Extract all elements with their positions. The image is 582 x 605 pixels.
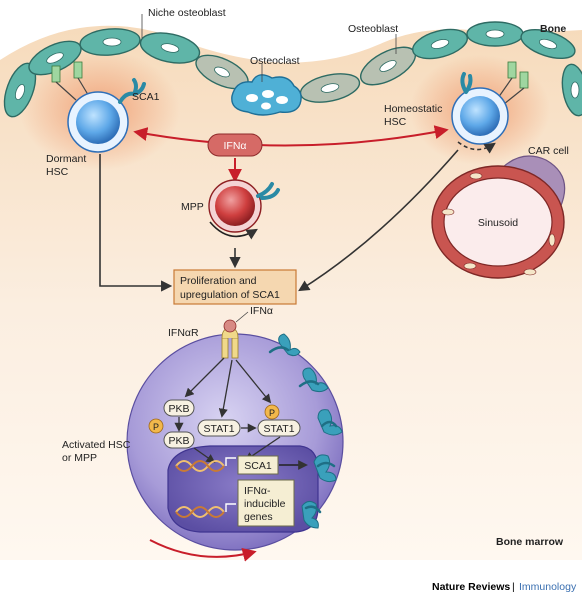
pkb-bottom: PKB xyxy=(163,431,195,449)
bone-marrow-label: Bone marrow xyxy=(496,536,564,548)
mpp-sca1-icon xyxy=(256,182,280,200)
sca1-label: SCA1 xyxy=(132,91,160,103)
mpp-label: MPP xyxy=(181,201,204,213)
journal-name: Nature Reviews xyxy=(432,581,510,593)
ifnar-label: IFNαR xyxy=(168,327,199,339)
dna-helix-1 xyxy=(175,460,225,472)
cell-cycle-arrow xyxy=(149,539,257,562)
mpp-cycle-arrow xyxy=(209,221,258,240)
dormant-hsc-line2: HSC xyxy=(46,166,69,178)
ifna-ligand-icon xyxy=(223,319,237,333)
osteoblast-label: Osteoblast xyxy=(348,23,398,35)
sinusoid: Sinusoid xyxy=(431,165,565,279)
homeostatic-hsc xyxy=(451,87,509,145)
osteoclast-label: Osteoclast xyxy=(250,55,300,67)
ifn-genes-line3: genes xyxy=(244,511,273,523)
stat1-right: STAT1 xyxy=(257,419,301,437)
ifn-genes-line2: inducible xyxy=(244,498,286,510)
sca1-gene-label: SCA1 xyxy=(244,460,272,472)
homeostatic-to-box-arrow xyxy=(298,149,459,292)
activated-line2: or MPP xyxy=(62,452,97,464)
p-left-label: P xyxy=(153,422,159,432)
ifna-leader-line xyxy=(235,311,249,323)
ifna-top-label: IFNα xyxy=(224,140,247,152)
ifnar-receptor xyxy=(221,319,239,359)
mpp-cell xyxy=(208,179,262,233)
p-right-label: P xyxy=(269,408,275,418)
adhesion-molecules-right xyxy=(497,61,529,105)
homeostatic-hsc-line2: HSC xyxy=(384,116,407,128)
dna-helix-2 xyxy=(175,506,225,518)
sca1-receptor-right-icon xyxy=(460,72,473,94)
bone-label: Bone xyxy=(540,23,566,35)
ifn-genes-promoter-arrow xyxy=(225,503,236,512)
journal-separator: | xyxy=(512,581,515,593)
osteoclast xyxy=(231,74,302,116)
sca1-gene-box: SCA1 xyxy=(237,455,279,475)
sca1-receptor-stems xyxy=(268,346,338,514)
proliferation-box: Proliferation and upregulation of SCA1 xyxy=(173,269,297,305)
osteoblast-nuclei xyxy=(14,29,580,101)
ifna-signal: IFNα xyxy=(207,133,263,157)
dormant-hsc xyxy=(67,91,129,153)
hsc-transition-arrow xyxy=(133,125,449,147)
journal-section: Immunology xyxy=(519,581,577,593)
signalling-arrows xyxy=(174,357,281,464)
p-left: P xyxy=(148,418,164,434)
p-right: P xyxy=(264,404,280,420)
self-renewal-arrow xyxy=(457,141,496,154)
pkb-top-label: PKB xyxy=(168,403,189,415)
sca1-promoter-arrow xyxy=(225,457,236,466)
homeostatic-hsc-line1: Homeostatic xyxy=(384,103,442,115)
car-cell-label: CAR cell xyxy=(528,145,569,157)
ifna-receptor-label: IFNα xyxy=(250,305,273,317)
pkb-top: PKB xyxy=(163,399,195,417)
stat1-left-label: STAT1 xyxy=(203,423,234,435)
pkb-bottom-label: PKB xyxy=(168,435,189,447)
stat1-left: STAT1 xyxy=(197,419,241,437)
sca1-receptor-icon xyxy=(118,78,146,104)
dormant-hsc-line1: Dormant xyxy=(46,153,86,165)
bone-surface xyxy=(0,0,582,63)
proliferation-line2: upregulation of SCA1 xyxy=(180,289,280,301)
sinusoid-label: Sinusoid xyxy=(478,217,518,229)
niche-osteoblast-label: Niche osteoblast xyxy=(148,7,226,19)
proliferation-line1: Proliferation and xyxy=(180,275,257,287)
dormant-to-box-arrow xyxy=(99,154,173,292)
ifn-genes-line1: IFNα- xyxy=(244,485,271,497)
activated-line1: Activated HSC xyxy=(62,439,131,451)
ifn-genes-box: IFNα- inducible genes xyxy=(237,479,295,527)
stat1-right-label: STAT1 xyxy=(263,423,294,435)
